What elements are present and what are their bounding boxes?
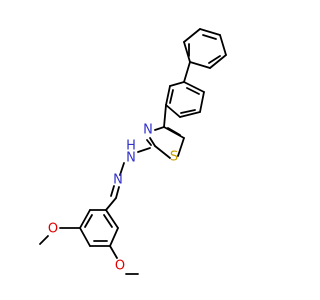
bond xyxy=(199,91,205,113)
bond xyxy=(208,55,221,64)
aryl-thiazole-bond xyxy=(163,104,167,128)
atom-label-thiazole-n: N xyxy=(143,123,153,138)
bond xyxy=(183,41,191,63)
thiazole-ring xyxy=(146,126,185,159)
atom-label-thiazole-s: S xyxy=(170,150,178,165)
bond xyxy=(165,85,171,106)
molecule-structure: N S H N N O O xyxy=(39,28,227,275)
bond xyxy=(183,28,201,43)
atom-label-nh-h: H xyxy=(126,139,136,154)
biphenyl-bond xyxy=(183,61,191,83)
atom-label-nh-n: N xyxy=(126,151,136,166)
bond xyxy=(177,137,185,157)
imine-double-bond-inner xyxy=(110,185,115,197)
bond xyxy=(79,209,91,229)
bond xyxy=(202,34,217,40)
atom-label-methoxy-o-bottom: O xyxy=(115,259,125,274)
ch-aryl-bond xyxy=(105,197,117,211)
nh-n-bond xyxy=(119,162,125,176)
atom-label-methoxy-o-top: O xyxy=(48,222,58,237)
bond xyxy=(179,111,201,118)
bond xyxy=(84,214,93,228)
bond xyxy=(165,104,181,118)
dimethoxyphenyl-ring xyxy=(79,209,119,247)
aryl-o-bottom-bond xyxy=(109,245,118,259)
bond xyxy=(154,145,171,159)
bond xyxy=(167,127,181,136)
atom-label-imine-n: N xyxy=(113,173,123,188)
bond xyxy=(199,28,221,36)
bond xyxy=(79,227,91,247)
bond xyxy=(154,126,165,131)
bond xyxy=(103,214,113,228)
bond xyxy=(146,139,152,146)
thiazole-nh-bond xyxy=(137,147,151,153)
imine-double-bond xyxy=(115,186,120,199)
bond xyxy=(180,109,196,114)
bond xyxy=(189,61,211,69)
bond xyxy=(169,89,174,104)
molecule-canvas: N S H N N O O xyxy=(39,28,227,275)
bond xyxy=(169,81,185,87)
bond xyxy=(219,34,227,56)
bond xyxy=(105,209,119,229)
bond xyxy=(109,227,119,247)
phenylene-ring xyxy=(165,81,205,118)
bond xyxy=(186,87,200,95)
terminal-phenyl-ring xyxy=(183,28,227,69)
bond xyxy=(209,54,227,69)
bond xyxy=(183,81,205,93)
o-methyl-top-bond xyxy=(39,235,49,245)
bond xyxy=(149,137,156,147)
